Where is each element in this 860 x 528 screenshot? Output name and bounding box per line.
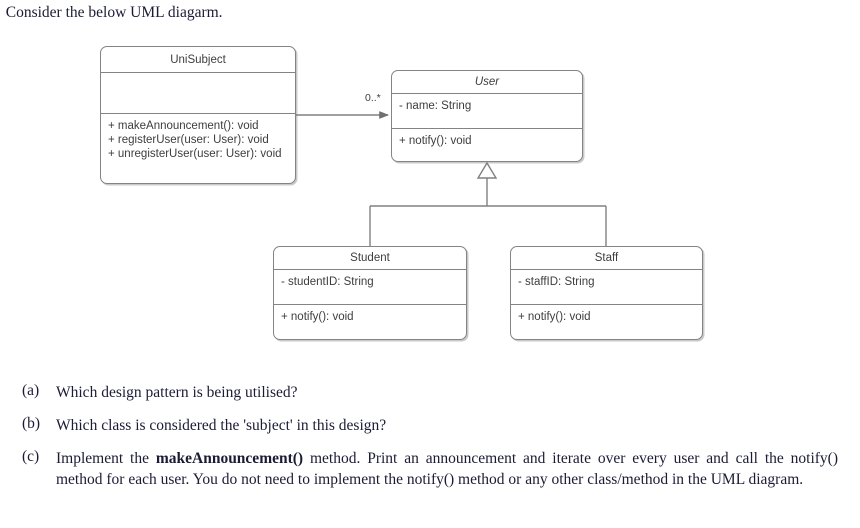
question-item-b: (b) Which class is considered the 'subje…	[0, 415, 860, 436]
class-attributes-user: - name: String	[392, 94, 582, 129]
attribute-row: - name: String	[399, 100, 472, 112]
class-attributes-staff: - staffID: String	[511, 270, 702, 305]
question-label: (a)	[22, 382, 40, 399]
class-attributes-unisubject	[101, 73, 295, 114]
question-label: (c)	[22, 448, 40, 465]
class-attributes-student: - studentID: String	[274, 270, 466, 305]
question-text-emphasis: makeAnnouncement()	[155, 450, 304, 467]
method-row: + notify(): void	[399, 135, 472, 147]
multiplicity-label: 0..*	[365, 92, 381, 104]
question-item-c: (c) Implement the makeAnnouncement() met…	[0, 448, 860, 490]
class-title-user: User	[392, 71, 582, 94]
class-methods-user: + notify(): void	[392, 129, 582, 152]
class-methods-student: + notify(): void	[274, 305, 466, 328]
prompt-text: Consider the below UML diagarm.	[5, 4, 223, 21]
question-text-after: method. Print an announcement and iterat…	[56, 450, 838, 488]
class-title-staff: Staff	[511, 247, 702, 270]
method-row: + notify(): void	[281, 311, 354, 323]
inheritance-triangle	[476, 161, 498, 179]
method-row: + notify(): void	[518, 311, 591, 323]
class-title-unisubject: UniSubject	[101, 47, 295, 73]
class-methods-staff: + notify(): void	[511, 305, 702, 328]
class-title-student: Student	[274, 247, 466, 270]
uml-connectors	[296, 111, 607, 246]
method-row: + registerUser(user: User): void	[108, 134, 269, 146]
method-row: + unregisterUser(user: User): void	[108, 148, 282, 160]
attribute-row: - studentID: String	[281, 276, 374, 288]
question-list: (a) Which design pattern is being utilis…	[0, 382, 860, 502]
class-methods-unisubject: + makeAnnouncement(): void + registerUse…	[101, 114, 295, 165]
question-text: Which design pattern is being utilised?	[56, 384, 298, 401]
question-text: Which class is considered the 'subject' …	[56, 417, 387, 434]
class-box-user[interactable]: User - name: String + notify(): void	[391, 70, 583, 162]
class-box-unisubject[interactable]: UniSubject + makeAnnouncement(): void + …	[100, 46, 296, 184]
question-text: Implement the makeAnnouncement() method.…	[56, 448, 860, 490]
class-box-staff[interactable]: Staff - staffID: String + notify(): void	[510, 246, 703, 340]
question-item-a: (a) Which design pattern is being utilis…	[0, 382, 860, 403]
class-box-student[interactable]: Student - studentID: String + notify(): …	[273, 246, 467, 340]
prompt-line: . Consider the below UML diagarm.	[0, 4, 600, 22]
question-label: (b)	[22, 415, 41, 432]
method-row: + makeAnnouncement(): void	[108, 120, 259, 132]
uml-diagram: 0..* UniSubject + makeAnnouncement(): vo…	[0, 30, 860, 360]
attribute-row: - staffID: String	[518, 276, 595, 288]
question-text-before: Implement the	[56, 450, 156, 467]
